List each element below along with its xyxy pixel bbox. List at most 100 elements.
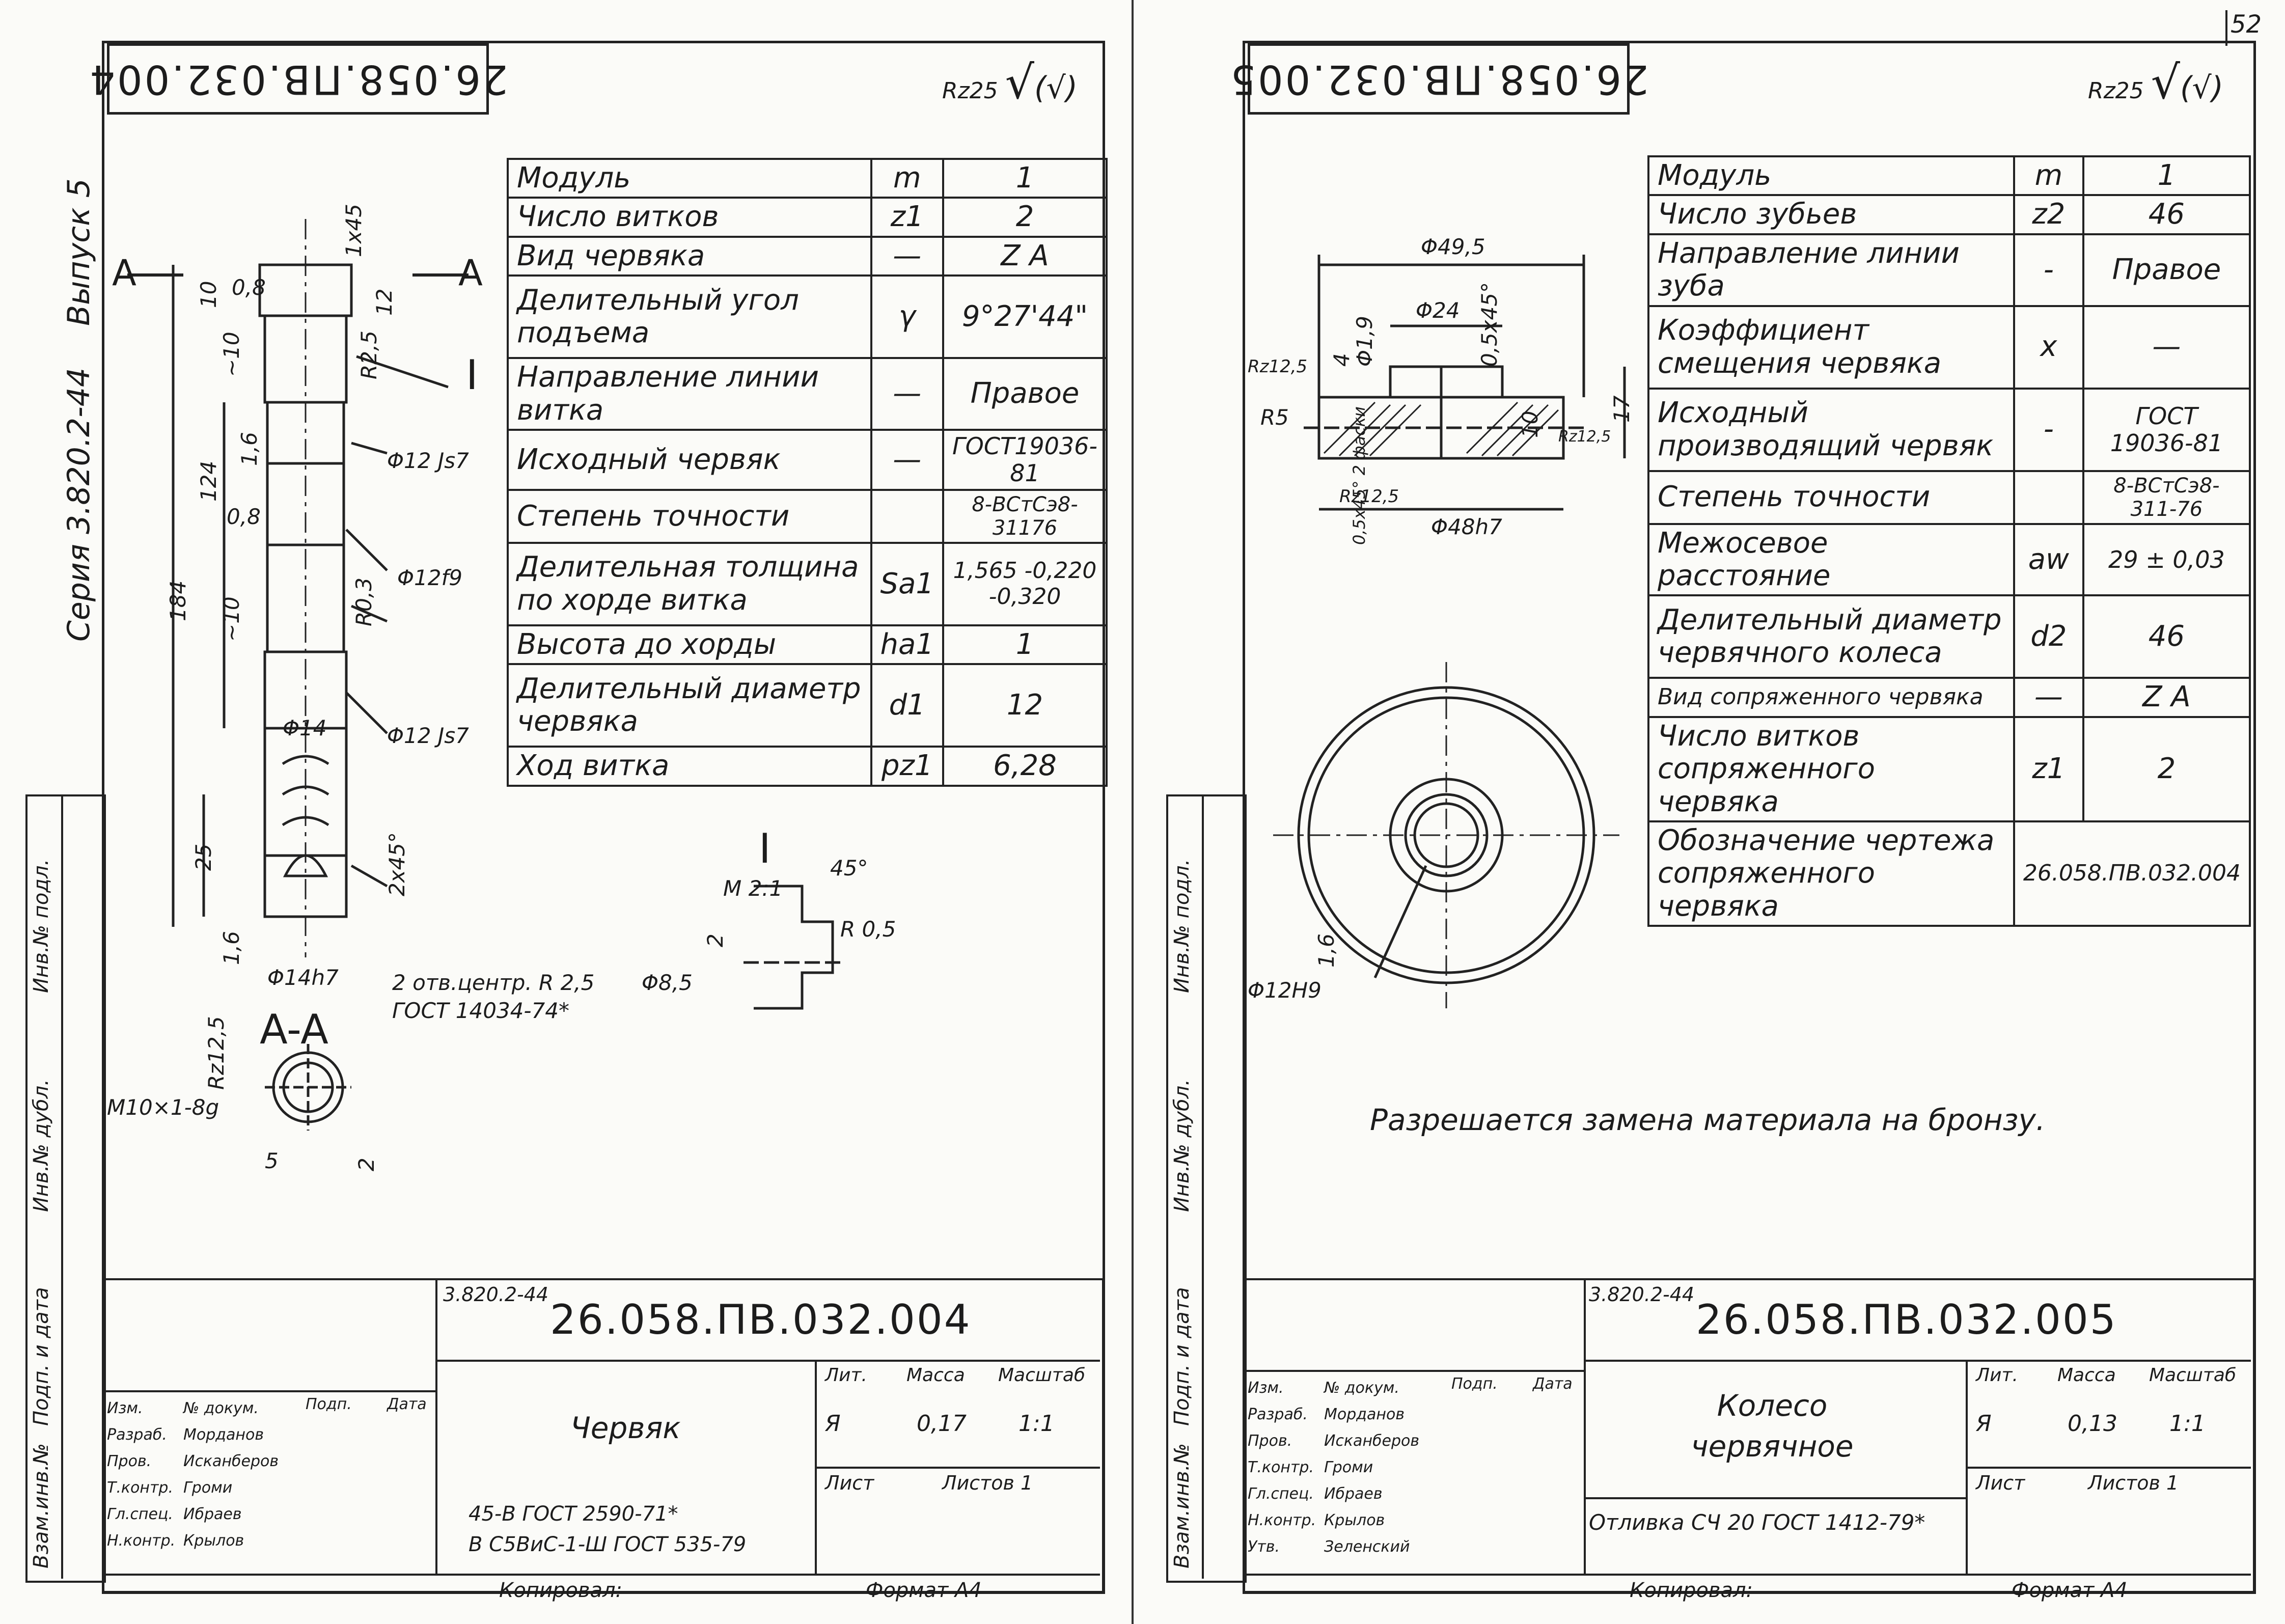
left-tb-sheet-h: Лист	[825, 1472, 874, 1494]
param-name: Направление линии зуба	[1647, 233, 2015, 307]
param-value: 2	[942, 197, 1108, 238]
table-row: Направление линии витка—Правое	[507, 357, 1108, 431]
left-tb-scale: 1:1	[1018, 1411, 1055, 1437]
dim-d12js7-a: Φ12 Js7	[387, 448, 469, 473]
left-tb-mass-h: Масса	[906, 1365, 965, 1386]
right-tb-code: 26.058.ПВ.032.005	[1696, 1296, 2117, 1343]
left-detail-mark: I	[466, 351, 478, 399]
dim-rz125a: Rz12,5	[1248, 356, 1308, 377]
param-symbol: z2	[2013, 194, 2084, 235]
left-tb-copied: Копировал:	[499, 1579, 623, 1602]
left-stamp-4: Взам.инв.№	[30, 1443, 53, 1568]
param-value: 12	[942, 663, 1108, 748]
left-tb-col-sign: Подп.	[306, 1395, 352, 1413]
right-tb-col-sign: Подп.	[1451, 1375, 1498, 1393]
left-tb-col-date: Дата	[387, 1395, 427, 1413]
right-tb-copied: Копировал:	[1630, 1579, 1753, 1602]
param-symbol	[870, 488, 945, 544]
left-side-stamp-divider	[61, 794, 63, 1579]
right-stamp-4: Взам.инв.№	[1170, 1443, 1194, 1568]
param-value: 9°27'44"	[942, 274, 1108, 360]
right-tb-sheets-h: Листов 1	[2088, 1472, 2179, 1494]
dim-center-std: ГОСТ 14034-74*	[392, 998, 569, 1023]
table-row: Вид червяка—Z A	[507, 235, 1108, 277]
param-name: Делительный диаметр червячного колеса	[1647, 594, 2015, 679]
left-section-title: A-A	[260, 1006, 328, 1053]
table-row: Обозначение чертежа сопряженного червяка…	[1647, 820, 2251, 927]
param-name: Вид червяка	[507, 235, 872, 277]
left-side-stamp	[25, 794, 106, 1583]
param-name: Высота до хорды	[507, 624, 872, 666]
center-divider	[1132, 0, 1134, 1624]
param-symbol: x	[2013, 305, 2084, 390]
right-tb-name: Колесо червячное	[1691, 1388, 1854, 1464]
param-name: Направление линии витка	[507, 357, 872, 431]
table-row: Направление линии зуба-Правое	[1647, 233, 2251, 307]
param-name: Ход витка	[507, 746, 872, 787]
dim-thread: M10×1-8g	[107, 1095, 219, 1120]
param-value: Z A	[942, 235, 1108, 277]
dim-h17: 17	[1609, 395, 1634, 423]
right-tb-series: 3.820.2-44	[1589, 1283, 1695, 1306]
param-symbol: d1	[870, 663, 945, 748]
left-tb-code: 26.058.ПВ.032.004	[550, 1296, 972, 1343]
right-roughness: Rz25 √(√)	[2088, 56, 2224, 109]
param-symbol: aw	[2013, 522, 2084, 597]
param-value: 1	[942, 624, 1108, 666]
param-name: Обозначение чертежа сопряженного червяка	[1647, 820, 2015, 927]
left-section-mark-a2: A	[458, 252, 483, 294]
param-value: 46	[2082, 594, 2251, 679]
right-tb-sheet-h: Лист	[1976, 1472, 2025, 1494]
param-value: 29 ± 0,03	[2082, 522, 2251, 597]
dim-d48h7: Φ48h7	[1431, 514, 1502, 539]
param-value: —	[2082, 305, 2251, 390]
param-value: ГОСТ19036-81	[942, 428, 1108, 491]
param-value: Z A	[2082, 677, 2251, 718]
param-value: 8-ВСтСэ8-311-76	[2082, 470, 2251, 525]
page-number-tick	[2225, 10, 2227, 46]
left-tb-name: Червяк	[570, 1411, 681, 1445]
worm-wheel-drawing	[1273, 255, 1626, 1008]
dim-h10: 10	[1518, 410, 1543, 438]
dim-d495: Φ49,5	[1421, 234, 1485, 259]
dim-c05x45b: 0,5x45° 2 фаски	[1350, 406, 1369, 545]
dim-r05: R 0,5	[840, 917, 896, 942]
param-name: Делительный угол подъема	[507, 274, 872, 360]
param-symbol: z1	[2013, 715, 2084, 822]
dim-detail-scale: M 2:1	[723, 876, 783, 901]
left-tb-series: 3.820.2-44	[443, 1283, 549, 1306]
dim-d12h9: Φ12H9	[1248, 978, 1322, 1003]
dim-d12f9: Φ12f9	[397, 565, 463, 590]
worm-shaft-drawing	[127, 219, 845, 1131]
dim-d24: Φ24	[1416, 298, 1460, 323]
left-section-mark-a: A	[112, 252, 136, 294]
param-symbol: —	[870, 357, 945, 431]
left-stamp-3: Подп. и дата	[30, 1287, 53, 1426]
right-side-stamp	[1166, 794, 1247, 1583]
right-tb-mass-h: Масса	[2057, 1365, 2116, 1386]
left-tb-lit-h: Лит.	[825, 1365, 867, 1386]
right-tb-col-date: Дата	[1533, 1375, 1573, 1393]
param-value: Правое	[942, 357, 1108, 431]
dim-d12js7-b: Φ12 Js7	[387, 723, 469, 748]
param-value: 1	[942, 157, 1108, 199]
param-symbol: -	[2013, 233, 2084, 307]
param-value: 8-ВСтСэ8-31176	[942, 488, 1108, 544]
param-name: Делительный диаметр червяка	[507, 663, 872, 748]
param-name: Число зубьев	[1647, 194, 2015, 235]
param-symbol: m	[870, 157, 945, 199]
param-name: Исходный производящий червяк	[1647, 387, 2015, 472]
left-tb-scale-h: Масштаб	[998, 1365, 1086, 1386]
